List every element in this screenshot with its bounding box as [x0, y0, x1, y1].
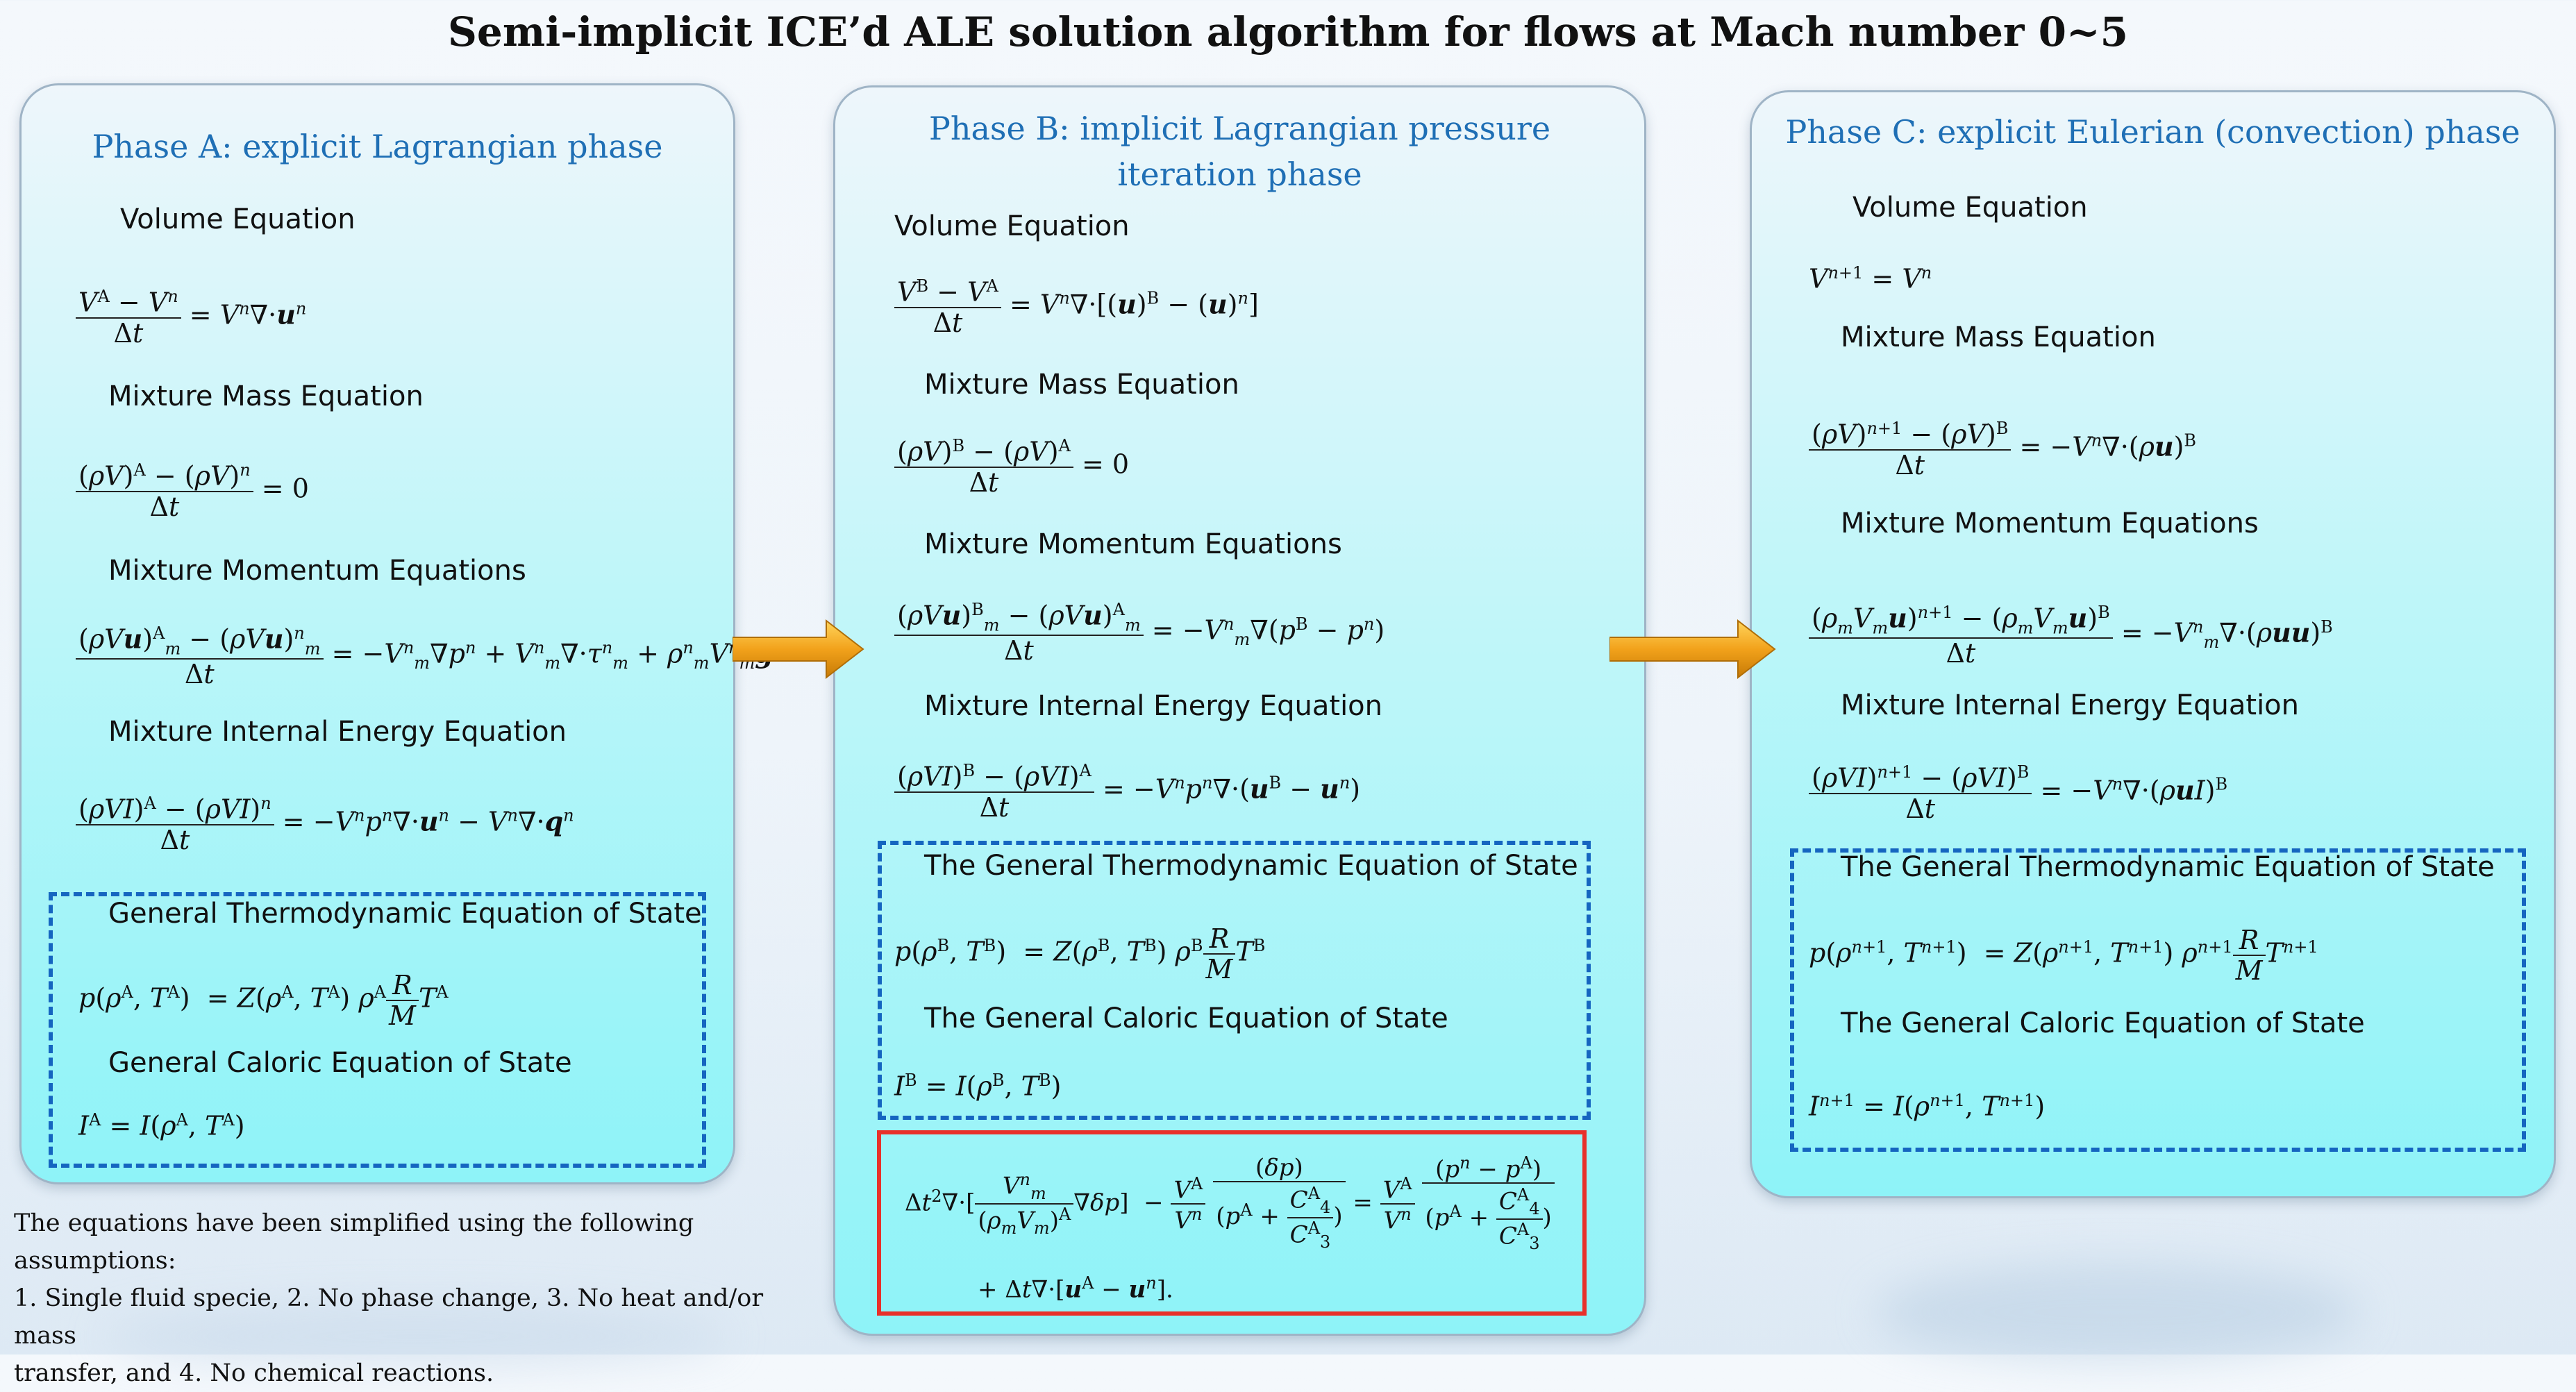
phase-a-eos-box	[49, 892, 706, 1168]
phase-b-caloric-label: The General Caloric Equation of State	[924, 1003, 1448, 1034]
phase-b-momentum-label: Mixture Momentum Equations	[924, 528, 1342, 560]
phase-a-title: Phase A: explicit Lagrangian phase	[92, 128, 663, 165]
phase-c-energy-label: Mixture Internal Energy Equation	[1841, 689, 2299, 721]
phase-c-title: Phase C: explicit Eulerian (convection) …	[1785, 113, 2520, 151]
phase-b-caloric-equation: IB = I(ρB, TB)	[894, 1071, 1062, 1102]
phase-b-eos-box	[878, 841, 1591, 1120]
arrow-b-to-c	[1609, 619, 1776, 680]
phase-a-mass-label: Mixture Mass Equation	[108, 380, 424, 412]
diagram-title: Semi-implicit ICE’d ALE solution algorit…	[448, 8, 2128, 56]
phase-b-pressure-equation-line2: + Δt∇·[uA − un].	[978, 1273, 1173, 1304]
phase-c-volume-equation: Vn+1 = Vn	[1809, 263, 1932, 294]
phase-c-panel: Phase C: explicit Eulerian (convection) …	[1750, 90, 2556, 1198]
arrow-a-to-b	[733, 619, 864, 680]
phase-a-momentum-label: Mixture Momentum Equations	[108, 555, 526, 587]
assumptions-line2: 1. Single fluid specie, 2. No phase chan…	[14, 1284, 764, 1350]
assumptions-line3: transfer, and 4. No chemical reactions.	[14, 1359, 494, 1387]
phase-a-thermo-label: General Thermodynamic Equation of State	[108, 898, 702, 930]
phase-a-energy-label: Mixture Internal Energy Equation	[108, 716, 567, 748]
phase-a-volume-label: Volume Equation	[120, 203, 356, 235]
phase-b-mass-label: Mixture Mass Equation	[924, 369, 1239, 401]
phase-a-panel: Phase A: explicit Lagrangian phase Volum…	[19, 83, 773, 1184]
phase-b-title-line2: iteration phase	[1117, 156, 1362, 193]
phase-b-thermo-label: The General Thermodynamic Equation of St…	[924, 850, 1578, 882]
assumptions-line1: The equations have been simplified using…	[14, 1209, 694, 1275]
phase-b-volume-label: Volume Equation	[894, 210, 1130, 242]
phase-c-mass-label: Mixture Mass Equation	[1841, 321, 2156, 353]
phase-c-momentum-label: Mixture Momentum Equations	[1841, 508, 2259, 539]
phase-c-eos-box	[1790, 848, 2526, 1152]
phase-a-caloric-equation: IA = I(ρA, TA)	[78, 1110, 245, 1141]
assumptions-note: The equations have been simplified using…	[14, 1205, 833, 1392]
phase-b-energy-label: Mixture Internal Energy Equation	[924, 690, 1382, 722]
phase-c-caloric-equation: In+1 = I(ρn+1, Tn+1)	[1809, 1091, 2046, 1122]
phase-c-thermo-label: The General Thermodynamic Equation of St…	[1841, 851, 2495, 883]
phase-a-caloric-label: General Caloric Equation of State	[108, 1047, 572, 1079]
phase-b-pressure-equation-box	[877, 1130, 1587, 1316]
phase-b-panel: Phase B: implicit Lagrangian pressure it…	[833, 85, 1646, 1336]
background-streak	[1875, 1264, 2361, 1361]
phase-b-title-line1: Phase B: implicit Lagrangian pressure	[928, 110, 1551, 147]
phase-c-volume-label: Volume Equation	[1852, 192, 2088, 224]
phase-c-caloric-label: The General Caloric Equation of State	[1841, 1007, 2365, 1039]
